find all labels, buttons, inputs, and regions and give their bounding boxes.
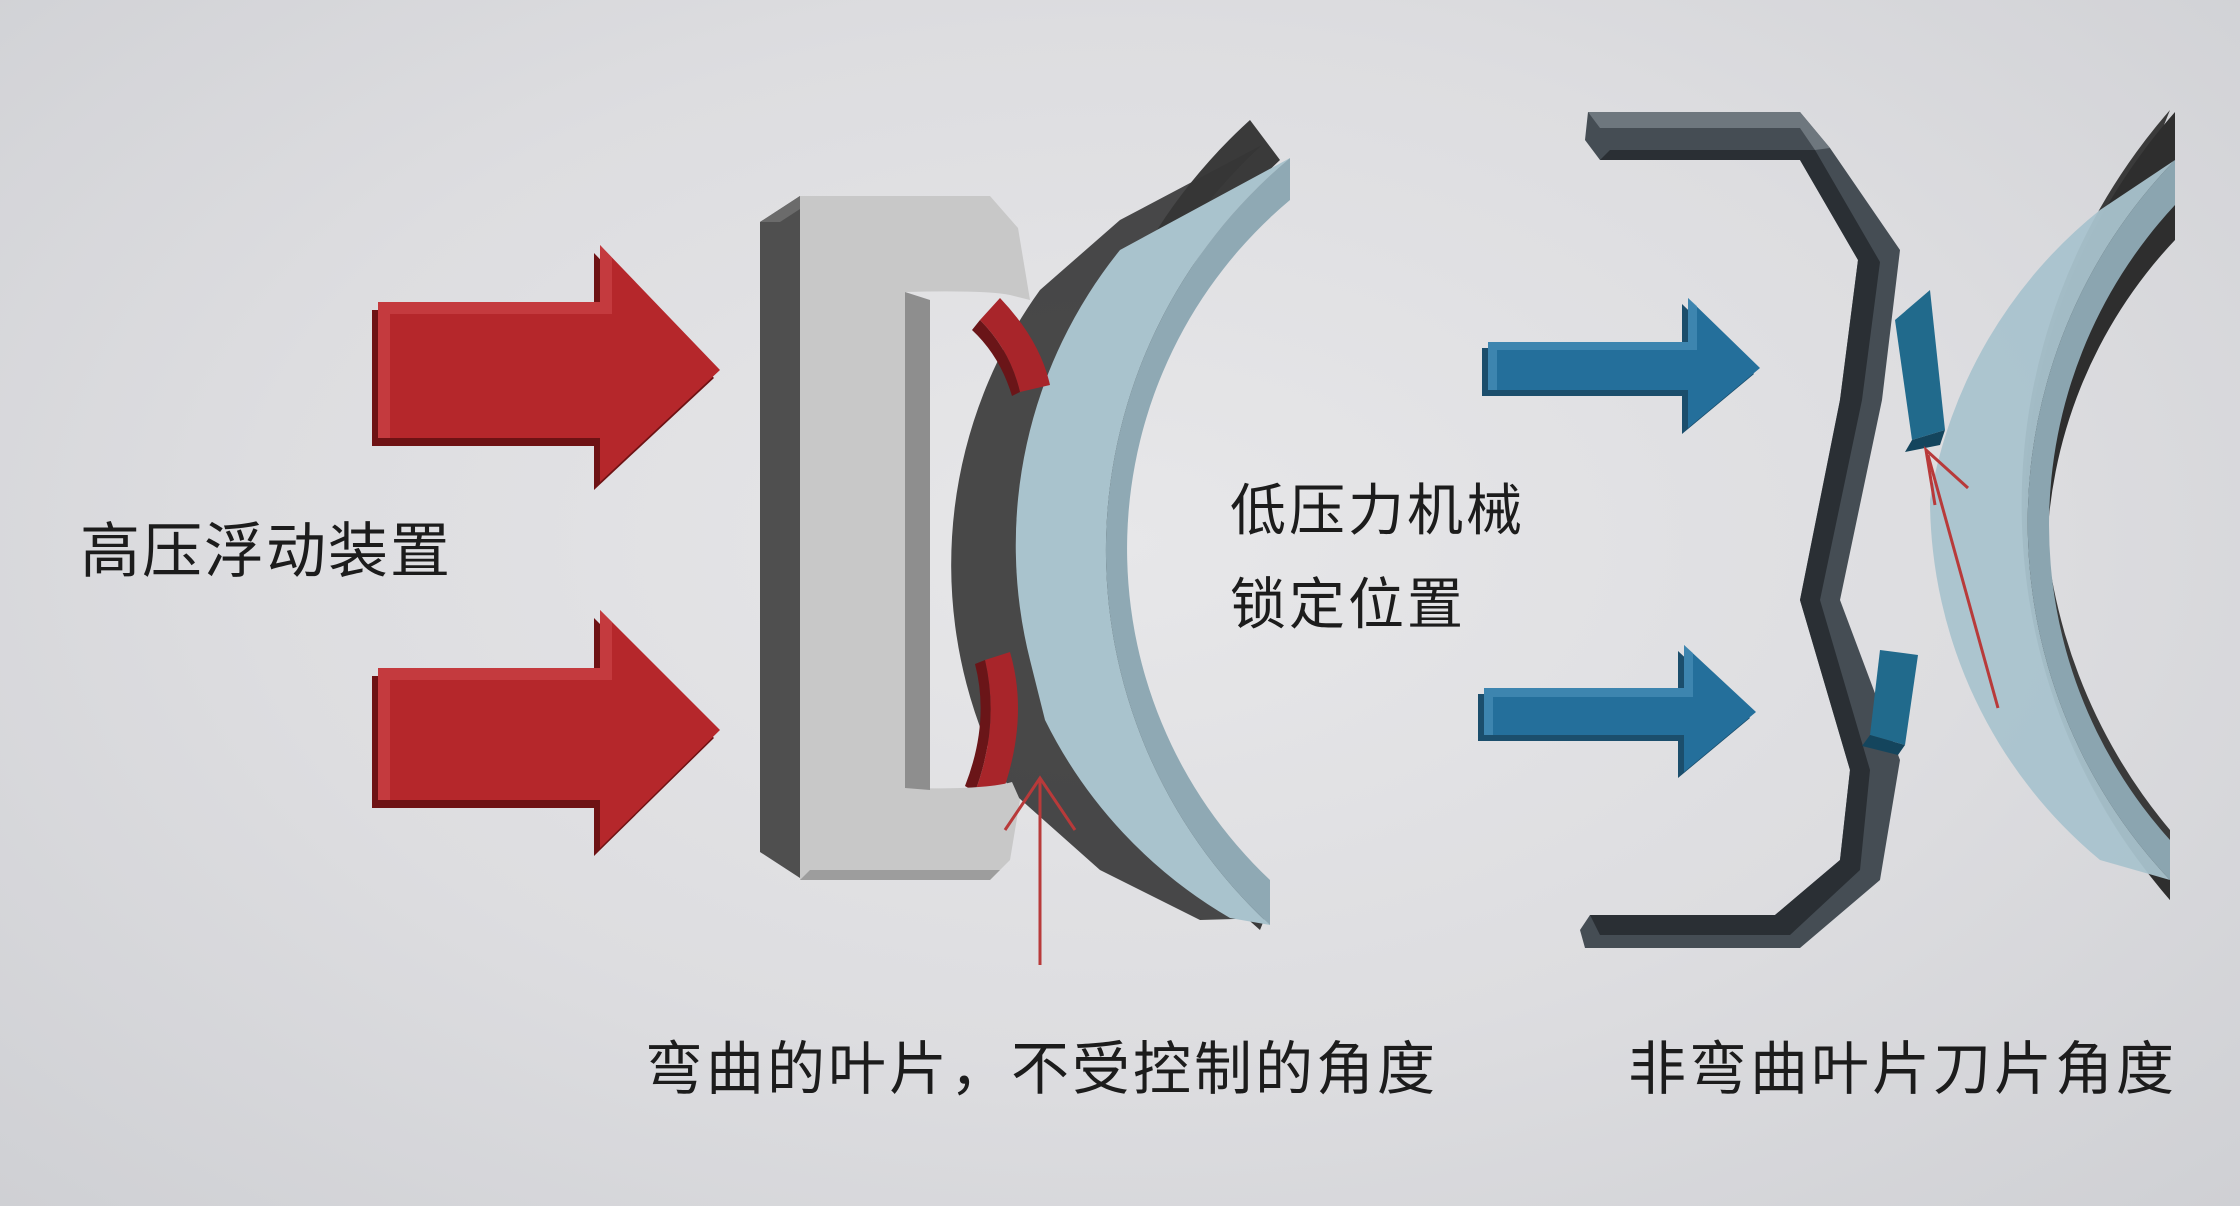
red-blade-top bbox=[972, 298, 1050, 396]
low-pressure-lock-label-line1: 低压力机械 bbox=[1230, 479, 1525, 544]
unbent-blade-caption: 非弯曲叶片刀片角度 bbox=[1628, 1035, 2178, 1103]
blue-blade-bottom bbox=[1862, 650, 1918, 755]
floating-seal-body bbox=[760, 196, 1030, 880]
blue-arrow-bottom-icon bbox=[1478, 645, 1756, 778]
indicator-arrow-right bbox=[1923, 446, 2000, 709]
low-pressure-lock-label-line2: 锁定位置 bbox=[1230, 573, 1466, 638]
mechanical-lock-frame bbox=[1580, 112, 1900, 948]
blue-arrow-top-icon bbox=[1482, 298, 1760, 434]
red-arrow-bottom-icon bbox=[372, 610, 720, 856]
blue-blade-top bbox=[1895, 290, 1945, 452]
indicator-arrow-left bbox=[1003, 775, 1077, 965]
bent-blade-caption: 弯曲的叶片，不受控制的角度 bbox=[645, 1035, 1439, 1103]
high-pressure-floating-label: 高压浮动装置 bbox=[80, 517, 452, 587]
red-blade-bottom bbox=[965, 652, 1018, 800]
curved-surface-right bbox=[1930, 110, 2175, 900]
red-arrow-top-icon bbox=[372, 245, 720, 490]
